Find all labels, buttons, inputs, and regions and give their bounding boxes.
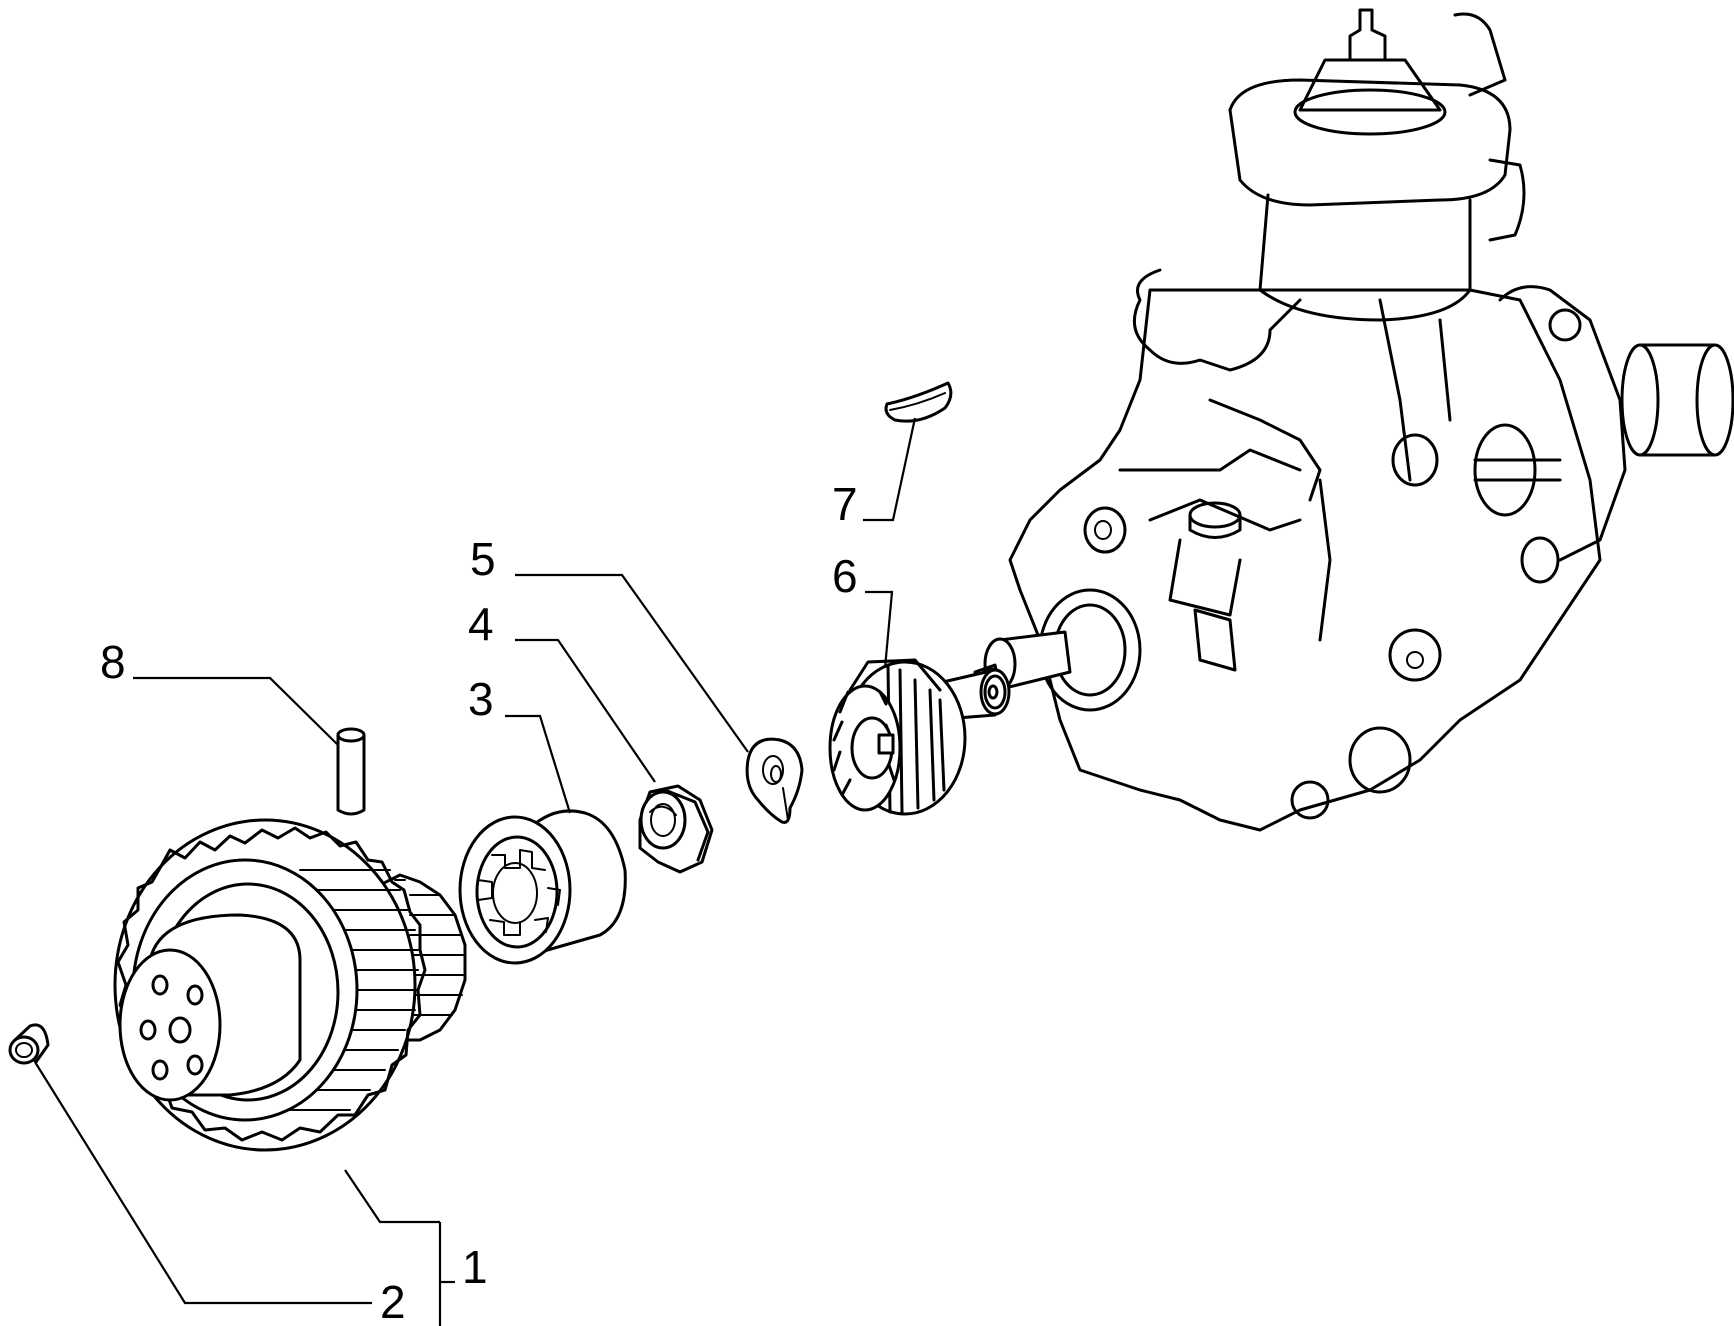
leader-line-7 — [863, 417, 917, 522]
callout-8: 8 — [100, 636, 126, 688]
injection-pump-housing — [928, 8, 1734, 832]
leader-lines — [34, 417, 917, 1326]
callout-6: 6 — [832, 550, 858, 602]
splined-coupling-part-3 — [458, 809, 627, 965]
lock-washer-part-5 — [745, 737, 804, 824]
callout-7: 7 — [832, 478, 858, 530]
woodruff-key-part-7 — [884, 381, 953, 423]
callout-4: 4 — [468, 598, 494, 650]
hex-nut-part-4 — [638, 784, 714, 874]
bush-part-2 — [8, 1023, 50, 1065]
callout-5: 5 — [470, 533, 496, 585]
dowel-pin-part-8 — [336, 727, 366, 816]
callout-2: 2 — [380, 1276, 406, 1326]
leader-line-2 — [34, 1061, 372, 1305]
leader-line-part1 — [344, 1169, 440, 1224]
leader-line-6 — [865, 590, 894, 669]
idler-gear-part-1 — [113, 818, 467, 1152]
leader-line-3 — [505, 714, 572, 814]
pinion-gear-part-6 — [828, 658, 967, 816]
leader-line-5 — [515, 573, 749, 753]
callout-1: 1 — [462, 1241, 488, 1293]
callout-3: 3 — [468, 673, 494, 725]
leader-line-8 — [133, 676, 339, 746]
leader-line-4 — [515, 638, 656, 783]
